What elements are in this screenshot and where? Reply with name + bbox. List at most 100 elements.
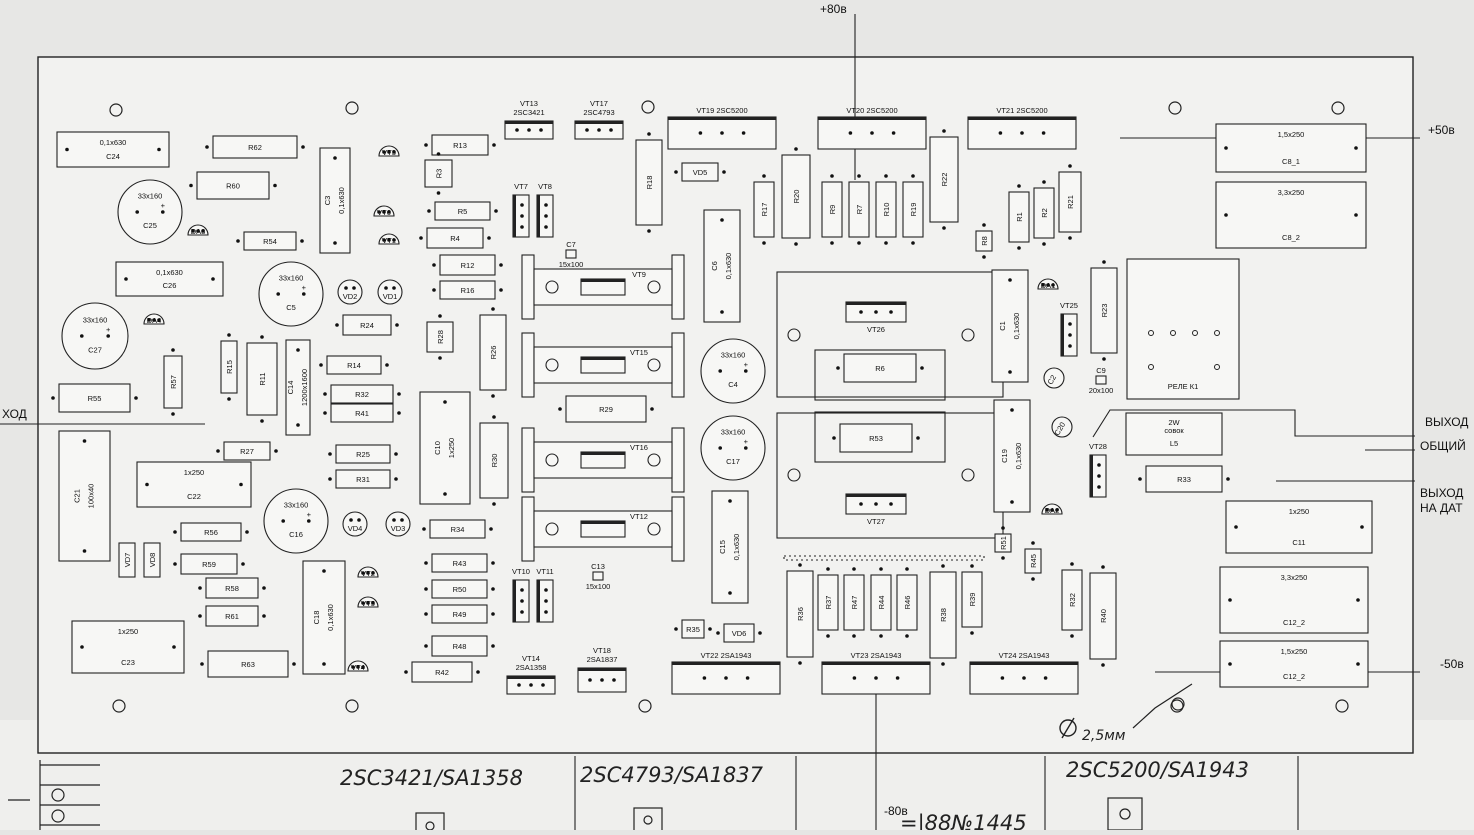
svg-text:DA2: DA2: [1045, 506, 1060, 515]
svg-text:VT8: VT8: [538, 182, 552, 191]
svg-text:C5: C5: [286, 303, 296, 312]
svg-text:VT15: VT15: [630, 348, 648, 357]
component-r17: R17: [753, 174, 775, 245]
svg-text:VD4: VD4: [348, 524, 363, 533]
svg-text:+: +: [106, 325, 111, 334]
svg-text:VD5: VD5: [693, 168, 708, 177]
svg-text:2SA1837: 2SA1837: [587, 655, 618, 664]
svg-text:R35: R35: [686, 625, 700, 634]
component-vd8: VD8: [143, 542, 161, 578]
component-vt3: VT3: [378, 145, 400, 157]
svg-text:C24: C24: [106, 152, 120, 161]
svg-text:совок: совок: [1164, 426, 1184, 435]
svg-text:C16: C16: [289, 530, 303, 539]
component-r19: R19: [902, 174, 924, 245]
component-r38: R38: [929, 564, 957, 666]
svg-text:R7: R7: [855, 205, 864, 215]
component-c3: C3 0,1x630: [319, 147, 351, 254]
svg-text:R28: R28: [436, 330, 445, 344]
component-vt6: VT6: [373, 205, 395, 217]
common-label: ОБЩИЙ: [1420, 438, 1466, 453]
svg-text:VD6: VD6: [732, 629, 747, 638]
component-r32b: R32: [1061, 562, 1083, 638]
svg-text:0,1x630: 0,1x630: [337, 187, 346, 214]
svg-text:C12_2: C12_2: [1283, 672, 1305, 681]
svg-text:R6: R6: [875, 364, 885, 373]
svg-text:15x100: 15x100: [586, 582, 611, 591]
svg-text:R38: R38: [939, 608, 948, 622]
svg-text:C9: C9: [1096, 366, 1106, 375]
svg-text:C2: C2: [1046, 373, 1059, 386]
svg-text:33x160: 33x160: [284, 501, 309, 510]
svg-text:R39: R39: [968, 593, 977, 607]
component-vd3: VD3: [385, 511, 411, 537]
component-r15: R15: [220, 333, 238, 401]
component-r47: R47: [843, 567, 865, 638]
rail-label-minus50: -50в: [1440, 657, 1464, 671]
svg-text:R62: R62: [248, 143, 262, 152]
svg-text:L5: L5: [1170, 439, 1178, 448]
mounting-holes: [109, 100, 1349, 713]
component-r23: R23: [1090, 260, 1118, 361]
component-vd6: VD6: [716, 623, 762, 643]
component-vd1: VD1: [377, 279, 403, 305]
svg-text:C11: C11: [1292, 538, 1305, 547]
svg-text:33x160: 33x160: [721, 428, 746, 437]
svg-text:0,1x630: 0,1x630: [1014, 443, 1023, 470]
svg-text:100x40: 100x40: [87, 484, 96, 509]
handwritten-bottom-note: =|88№1445: [900, 811, 1027, 830]
component-vd4: VD4: [342, 511, 368, 537]
svg-text:R58: R58: [225, 584, 239, 593]
svg-text:VT20 2SC5200: VT20 2SC5200: [846, 106, 897, 115]
svg-text:R30: R30: [490, 454, 499, 468]
svg-text:R16: R16: [461, 286, 475, 295]
svg-text:R36: R36: [796, 607, 805, 621]
svg-text:33x160: 33x160: [138, 192, 163, 201]
component-vt20: VT20 2SC5200: [817, 106, 927, 150]
component-r28: R28: [426, 314, 454, 360]
component-r61: R61: [198, 605, 266, 627]
component-r7: R7: [848, 174, 870, 245]
svg-text:0,1x630: 0,1x630: [100, 138, 127, 147]
component-vt12: VT12: [521, 496, 685, 562]
svg-text:R37: R37: [824, 596, 833, 610]
component-da4: DA4: [143, 313, 165, 325]
component-r29: R29: [558, 395, 654, 423]
component-r40: R40: [1089, 565, 1117, 667]
svg-text:C8_1: C8_1: [1282, 157, 1300, 166]
drill-size-note: 2,5мм: [1082, 728, 1126, 744]
component-r18: R18: [635, 132, 663, 233]
svg-text:2W: 2W: [1168, 418, 1180, 427]
svg-text:R40: R40: [1099, 609, 1108, 623]
svg-text:33x160: 33x160: [279, 274, 304, 283]
svg-text:C23: C23: [121, 658, 135, 667]
component-vt11: VT11: [536, 567, 554, 623]
component-r31: R31: [328, 469, 398, 489]
component-r63: R63: [200, 650, 296, 678]
component-r59: R59: [173, 553, 245, 575]
svg-text:R1: R1: [1015, 212, 1024, 222]
component-vt22: VT22 2SA1943: [671, 651, 781, 695]
handwritten-transistor-pair-3: 2SC5200/SA1943: [1066, 758, 1249, 782]
component-r60: R60: [189, 171, 277, 200]
component-vt10: VT10: [512, 567, 530, 623]
svg-text:3,3x250: 3,3x250: [1278, 188, 1305, 197]
svg-text:C3: C3: [323, 196, 332, 206]
component-vd2: VD2: [337, 279, 363, 305]
svg-text:DA4: DA4: [147, 316, 162, 325]
svg-text:VT11: VT11: [536, 567, 553, 576]
svg-text:R29: R29: [599, 405, 613, 414]
svg-text:R8: R8: [980, 236, 989, 246]
